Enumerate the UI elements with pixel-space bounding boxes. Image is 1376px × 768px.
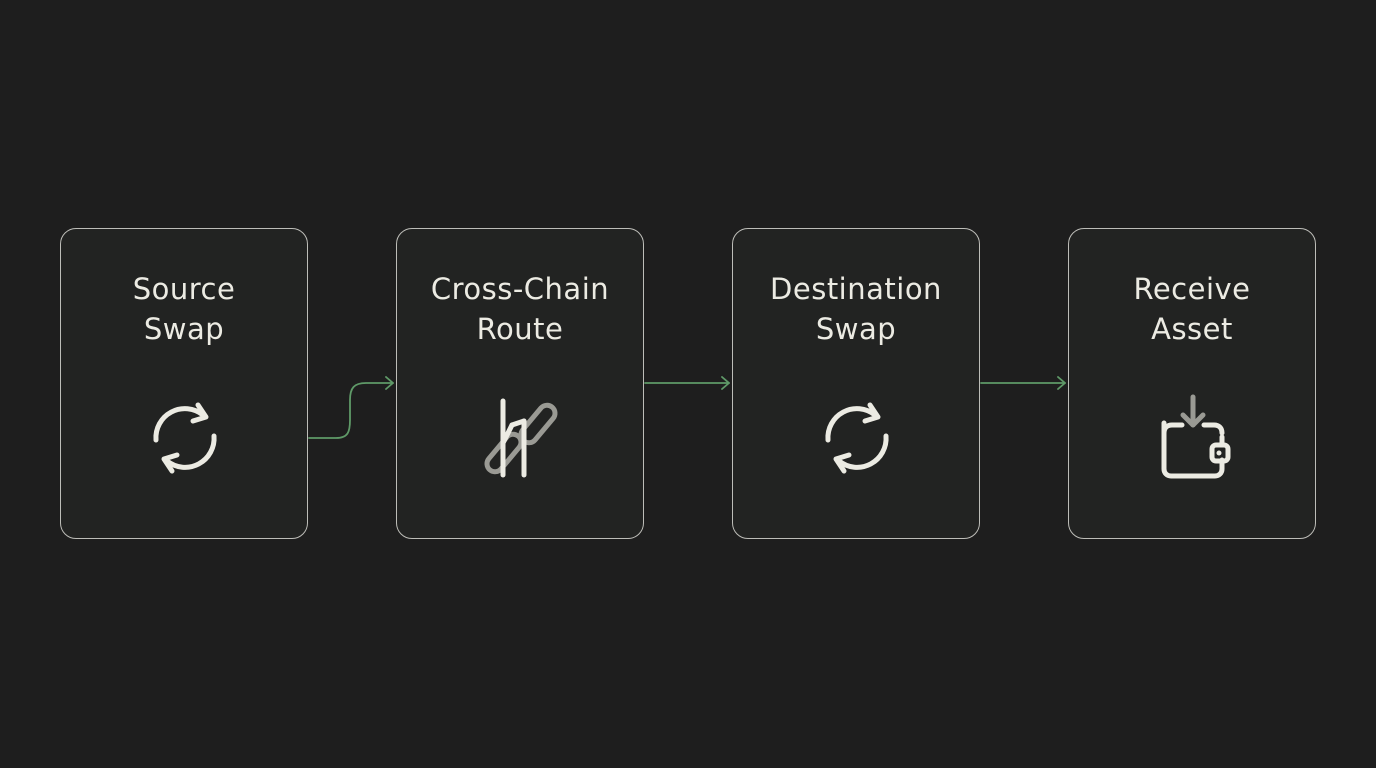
step-label-line1: Receive [1133, 272, 1251, 306]
step-label: Cross-Chain Route [397, 269, 643, 349]
step-label: Source Swap [61, 269, 307, 349]
step-label-line1: Source [132, 272, 236, 306]
step-label-line2: Route [476, 312, 564, 346]
step-label-line1: Cross-Chain [430, 272, 610, 306]
connector-3-4 [980, 376, 1066, 390]
step-receive-asset: Receive Asset [1068, 228, 1316, 539]
refresh-arrows-icon [153, 402, 217, 474]
step-destination-swap: Destination Swap [732, 228, 980, 539]
step-source-swap: Source Swap [60, 228, 308, 539]
step-label-line1: Destination [770, 272, 942, 306]
refresh-arrows-icon [825, 402, 889, 474]
connector-1-2 [308, 376, 394, 439]
step-label-line2: Swap [143, 312, 225, 346]
connector-2-3 [644, 376, 730, 390]
step-label: Destination Swap [733, 269, 979, 349]
step-label-line2: Swap [815, 312, 897, 346]
step-label: Receive Asset [1069, 269, 1315, 349]
step-label-line2: Asset [1151, 312, 1233, 346]
chain-link-icon [484, 398, 558, 478]
step-cross-chain-route: Cross-Chain Route [396, 228, 644, 539]
wallet-receive-icon [1161, 394, 1231, 479]
